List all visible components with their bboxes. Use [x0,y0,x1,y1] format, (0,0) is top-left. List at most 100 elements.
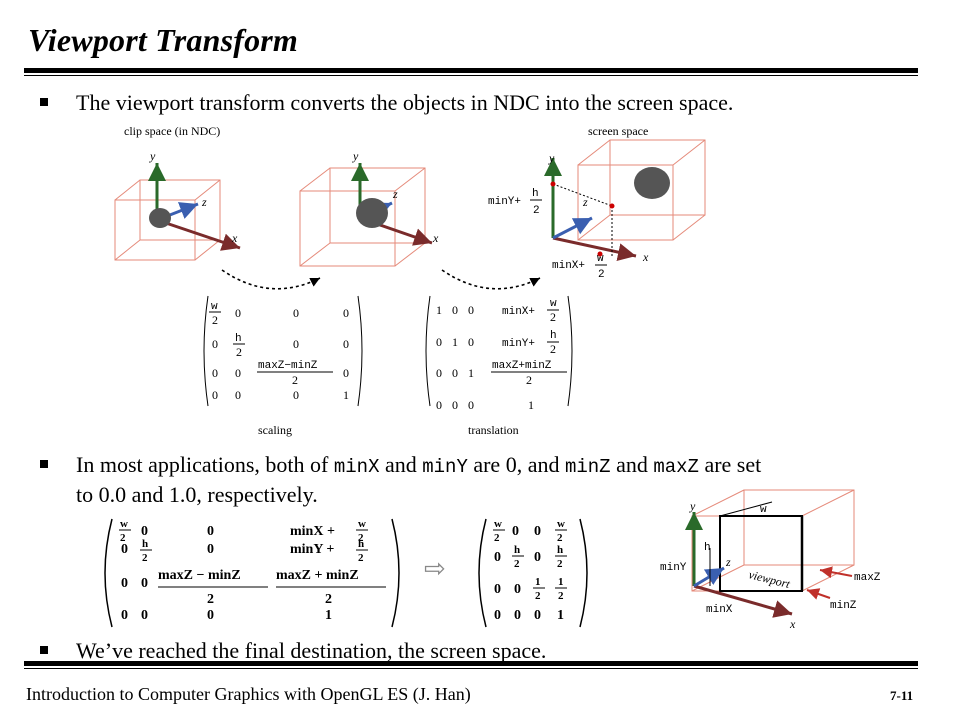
m-h-d: 2 [142,552,148,564]
t-30: 0 [436,398,442,412]
n-33: 1 [557,608,564,623]
s-22: maxZ−minZ [258,360,318,372]
n-23-d: 2 [558,590,564,602]
m-w: w [120,518,128,530]
minX-plus-label: minX+ [552,260,585,272]
axis-x-3: x [642,250,649,264]
m-33: 1 [325,608,332,623]
screen-cube [577,139,706,241]
code-minZ: minZ [564,456,611,478]
m-13-d: 2 [358,552,364,564]
b2-part-5: are set [698,452,762,477]
f3-w: w [760,504,767,516]
m-03-d: 2 [358,532,364,544]
n-22: 1 [535,576,541,588]
t-21: 0 [452,366,458,380]
s-32: 0 [293,388,299,402]
m-10: 0 [121,542,128,557]
translation-arrow [441,269,541,290]
n-31: 0 [514,608,521,623]
m-22-d: 2 [207,592,214,607]
f3-minZ: minZ [830,600,857,612]
s-01: 0 [235,306,241,320]
m-12: 0 [207,542,214,557]
f3-minY: minY [660,562,687,574]
b2-part-4: and [610,452,654,477]
bullet-2-line-1: In most applications, both of minX and m… [76,450,761,482]
m-01: 0 [141,524,148,539]
m-h: h [142,538,148,550]
bullet-square [40,98,48,106]
ndc-cube-1 [114,179,221,261]
f3-z: z [725,555,731,569]
minY-2: 2 [533,205,540,217]
slide-title: Viewport Transform [28,22,299,58]
m-13-h: h [358,538,364,550]
s-w: w [211,301,218,313]
footer-rule-thin [24,668,918,669]
s-h: h [235,333,242,345]
axis-z-1: z [201,195,207,209]
t-22: 1 [468,366,474,380]
t-03w: w [550,298,557,310]
bullet-square [40,646,48,654]
t-11: 1 [452,335,458,349]
object-mesh-3 [634,167,670,199]
title-rule-thin [24,75,918,76]
axis-z-3: z [582,195,588,209]
n-h: h [514,544,520,556]
code-minY: minY [422,456,468,478]
f3-x: x [789,617,796,631]
t-20: 0 [436,366,442,380]
n-12: 0 [534,550,541,565]
axis-y-2: y [352,149,359,163]
t-00: 1 [436,303,442,317]
n-22-d: 2 [535,590,541,602]
t-10: 0 [436,335,442,349]
screen-space-label: screen space [588,124,648,138]
s-03: 0 [343,306,349,320]
bullet-3-text: We’ve reached the final destination, the… [76,638,547,663]
m-21: 0 [141,576,148,591]
object-mesh-1 [149,208,171,228]
translation-matrix: 1 0 0 minX+ w 2 0 1 0 minY+ h 2 0 0 1 ma… [425,295,573,412]
t-13d: 2 [550,342,556,356]
m-w-d: 2 [120,532,126,544]
axis-y-1: y [149,149,156,163]
n-32: 0 [534,608,541,623]
m-03: minX + [290,524,335,539]
n-w-d: 2 [494,532,500,544]
n-h-d: 2 [514,558,520,570]
s-22d: 2 [292,373,298,387]
f3-viewport: viewport [747,567,792,591]
f3-y: y [689,499,696,513]
s-12: 0 [293,337,299,351]
f3-h: h [704,542,711,554]
t-13: minY+ [502,338,535,350]
minX-2: 2 [598,269,605,281]
m-02: 0 [207,524,214,539]
s-33: 1 [343,388,349,402]
s-20: 0 [212,366,218,380]
t-02: 0 [468,303,474,317]
n-w: w [494,518,502,530]
m-22: maxZ − minZ [158,568,241,583]
s-31: 0 [235,388,241,402]
s-21: 0 [235,366,241,380]
n-21: 0 [514,582,521,597]
t-23: maxZ+minZ [492,360,552,372]
axis-z-2: z [392,187,398,201]
n-10: 0 [494,550,501,565]
t-32: 0 [468,398,474,412]
bullet-1-text: The viewport transform converts the obje… [76,90,734,115]
s-h2: 2 [236,345,242,359]
t-31: 0 [452,398,458,412]
m-20: 0 [121,576,128,591]
title-rule [24,68,918,73]
footer-rule [24,661,918,666]
n-03-d: 2 [557,532,563,544]
translation-label: translation [468,423,519,437]
code-maxZ: maxZ [653,456,699,478]
code-minX: minX [333,456,380,478]
m-30: 0 [121,608,128,623]
